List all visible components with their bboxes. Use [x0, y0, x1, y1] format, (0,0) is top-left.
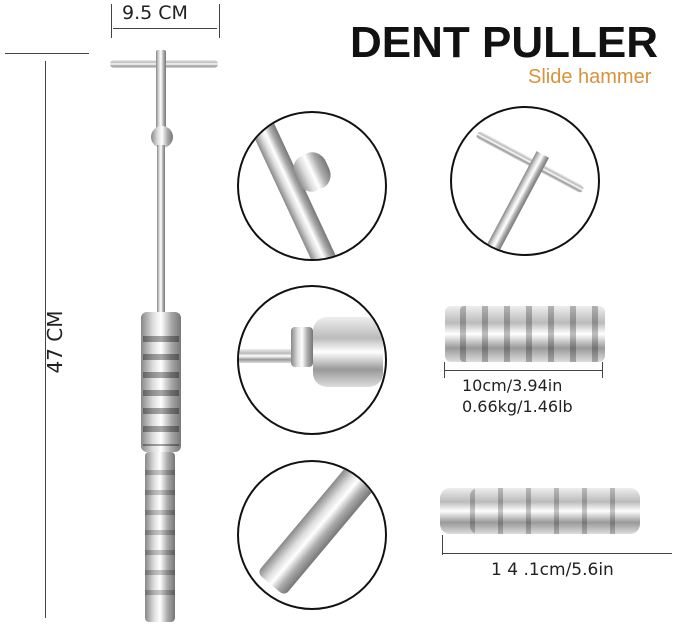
detail-tip-shaft: [257, 462, 381, 597]
shaft-end-image: [440, 488, 640, 534]
shaft-length-label: 1 4 .1cm/5.6in: [491, 560, 614, 580]
weight-length-label: 10cm/3.94in: [462, 376, 563, 395]
width-dim-line: [113, 28, 217, 29]
shaft-dim-line: [442, 553, 672, 554]
detail-nut: [291, 327, 313, 367]
shaft: [157, 145, 165, 315]
shaft-collar: [151, 126, 173, 148]
detail-weight: [313, 317, 383, 387]
lower-shaft-grooves: [145, 470, 175, 610]
shaft-end-grooves: [470, 488, 635, 534]
weight-dim-line: [444, 370, 602, 371]
width-dim-tick-right: [219, 4, 220, 38]
tip-end-detail: [237, 460, 387, 610]
weight-dim-tick-right: [602, 362, 603, 378]
width-dim-tick-left: [111, 4, 112, 38]
handle-width-label: 9.5 CM: [122, 2, 188, 24]
t-handle-detail: [450, 106, 600, 256]
slide-weight-grooves: [143, 336, 179, 446]
length-dim-line: [45, 61, 46, 618]
weight-mass-label: 0.66kg/1.46lb: [462, 397, 573, 416]
lower-shaft: [145, 452, 175, 622]
total-length-label: 47 CM: [43, 310, 67, 374]
weight-piece-image: [445, 306, 605, 362]
product-subtitle: Slide hammer: [528, 66, 652, 88]
shaft-collar-detail: [237, 111, 387, 261]
weight-piece-grooves: [460, 306, 600, 362]
product-title: DENT PULLER: [350, 18, 658, 67]
t-handle-hub: [156, 50, 166, 130]
detail-t-hub: [484, 151, 550, 254]
shaft-dim-tick-left: [442, 535, 443, 555]
slide-weight: [141, 312, 181, 452]
nut-weight-detail: [237, 285, 387, 435]
length-dim-tick-top: [5, 53, 89, 54]
